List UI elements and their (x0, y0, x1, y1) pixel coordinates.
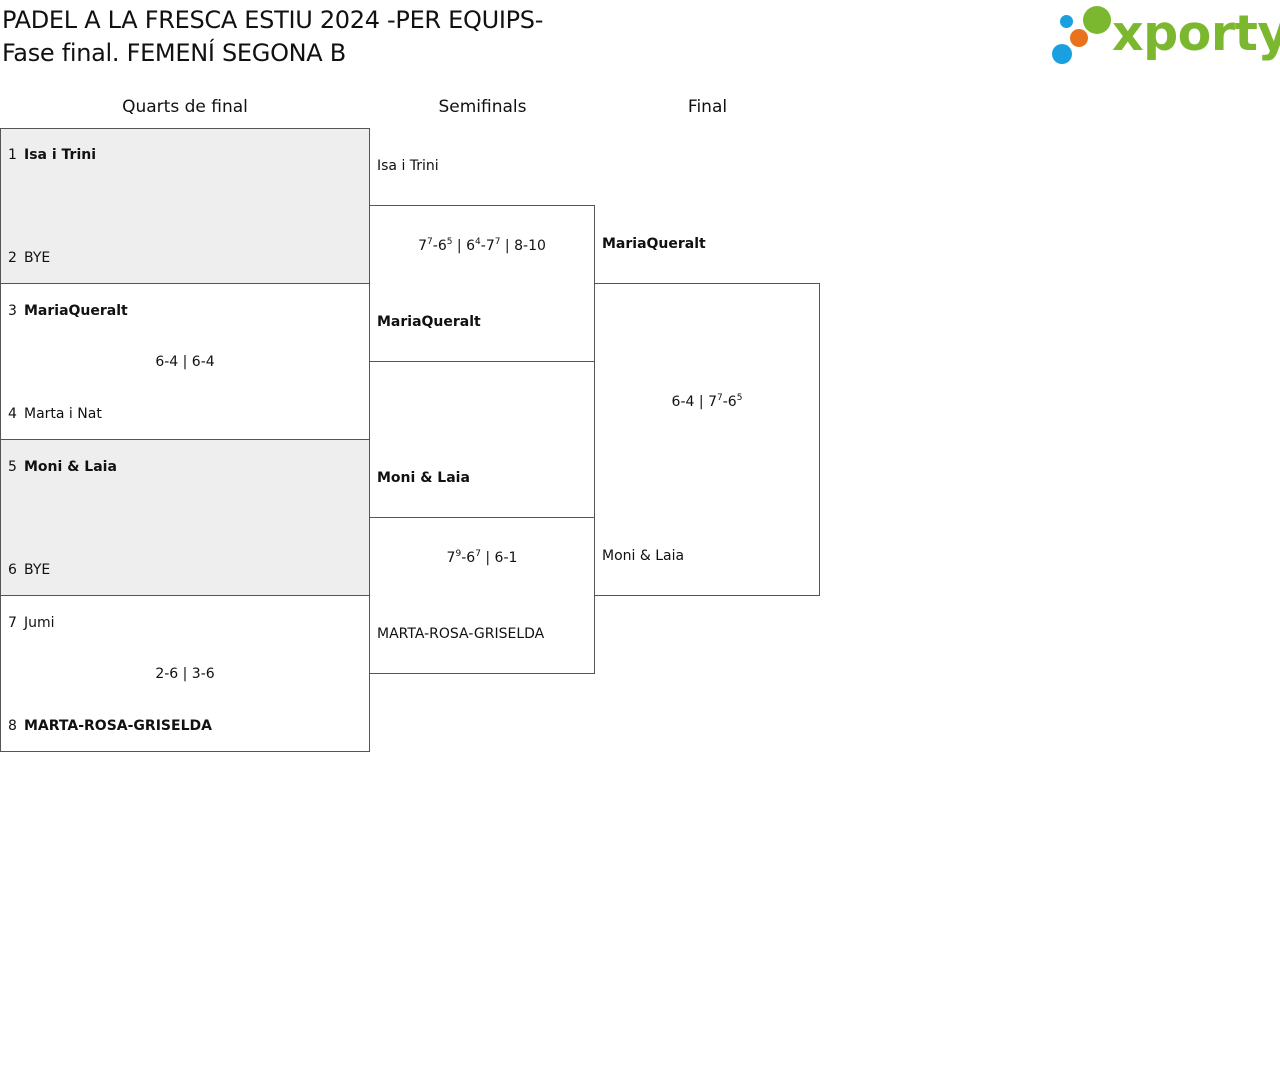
logo-wordmark: xporty (1112, 5, 1280, 62)
team-entry: 4 Marta i Nat (8, 405, 102, 423)
match-score: 6-4 | 77-65 (671, 393, 743, 411)
seed-number: 2 (8, 250, 17, 266)
team-name: MariaQueralt (24, 303, 128, 319)
logo-green-dot (1083, 6, 1111, 34)
match-score: 6-4 | 6-4 (155, 354, 215, 370)
team-name: Isa i Trini (24, 147, 97, 163)
team-entry: 1 Isa i Trini (8, 146, 96, 164)
team-name: MARTA-ROSA-GRISELDA (24, 718, 212, 734)
team-name: BYE (24, 562, 51, 578)
team-name: Jumi (24, 615, 55, 631)
team-entry: 6 BYE (8, 561, 50, 579)
semifinal-2-team-top: Moni & Laia (377, 470, 470, 486)
match-score: 77-65 | 64-77 | 8-10 (418, 237, 546, 255)
quarterfinal-match-3[interactable]: 5 Moni & Laia 6 BYE (0, 439, 370, 596)
seed-number: 4 (8, 406, 17, 422)
quarterfinal-match-2[interactable]: 3 MariaQueralt 6-4 | 6-4 4 Marta i Nat (0, 283, 370, 440)
logo-blue-dot-bottom (1052, 44, 1072, 64)
seed-number: 1 (8, 147, 17, 163)
semifinal-1-team-bottom: MariaQueralt (377, 314, 481, 330)
seed-number: 3 (8, 303, 17, 319)
team-entry: 8 MARTA-ROSA-GRISELDA (8, 717, 212, 735)
quarterfinal-match-4[interactable]: 7 Jumi 2-6 | 3-6 8 MARTA-ROSA-GRISELDA (0, 595, 370, 752)
seed-number: 7 (8, 615, 17, 631)
seed-number: 6 (8, 562, 17, 578)
team-entry: 5 Moni & Laia (8, 458, 117, 476)
page-subtitle-line2: Fase final. FEMENÍ SEGONA B (2, 39, 346, 67)
page-title-line1: PADEL A LA FRESCA ESTIU 2024 -PER EQUIPS… (2, 6, 544, 34)
quarterfinal-match-1[interactable]: 1 Isa i Trini 2 BYE (0, 128, 370, 284)
logo-blue-dot-top (1060, 15, 1073, 28)
team-name: Moni & Laia (24, 459, 117, 475)
semifinal-match-2[interactable]: 79-67 | 6-1 (369, 517, 595, 674)
page-title: PADEL A LA FRESCA ESTIU 2024 -PER EQUIPS… (2, 4, 543, 70)
team-name: Marta i Nat (24, 406, 102, 422)
team-entry: 2 BYE (8, 249, 50, 267)
round-header-quarterfinals: Quarts de final (122, 97, 248, 117)
xporty-logo[interactable]: xporty (1050, 4, 1280, 66)
match-score: 79-67 | 6-1 (446, 549, 518, 567)
match-score: 2-6 | 3-6 (155, 666, 215, 682)
final-match[interactable]: 6-4 | 77-65 (594, 283, 820, 596)
team-entry: 7 Jumi (8, 614, 55, 632)
logo-orange-dot (1070, 29, 1088, 47)
team-entry: 3 MariaQueralt (8, 302, 128, 320)
semifinal-1-team-top: Isa i Trini (377, 158, 439, 174)
seed-number: 8 (8, 718, 17, 734)
semifinal-match-1[interactable]: 77-65 | 64-77 | 8-10 (369, 205, 595, 362)
final-team-bottom: Moni & Laia (602, 548, 685, 564)
round-header-final: Final (687, 97, 728, 117)
team-name: BYE (24, 250, 51, 266)
semifinal-2-team-bottom: MARTA-ROSA-GRISELDA (377, 626, 545, 642)
final-team-top: MariaQueralt (602, 236, 706, 252)
round-header-semifinals: Semifinals (438, 97, 527, 117)
seed-number: 5 (8, 459, 17, 475)
